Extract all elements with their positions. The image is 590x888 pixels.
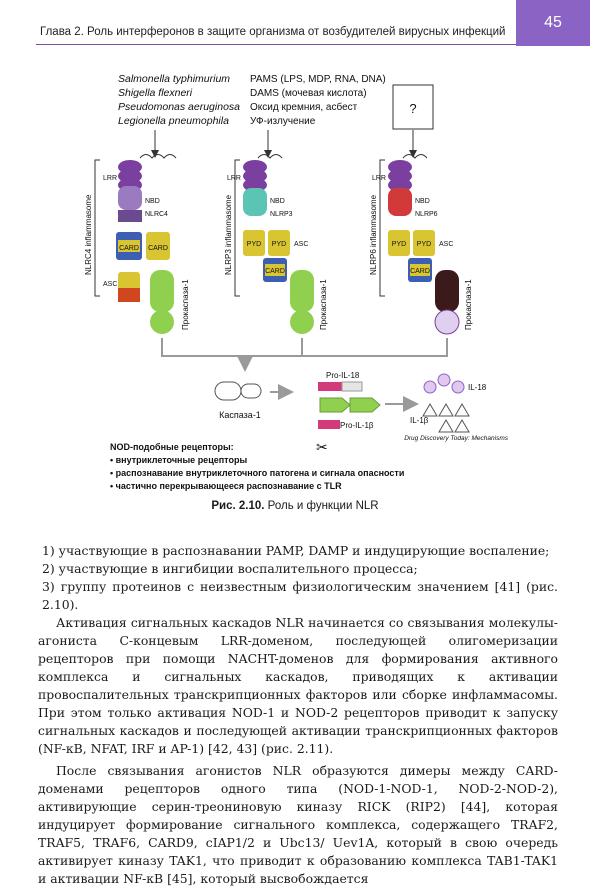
caspase-1: Каспаза-1 [214, 381, 262, 420]
ligands-nlrp3: PAMS (LPS, MDP, RNA, DNA) DAMS (мочевая … [250, 74, 386, 127]
list-item: 3) группу протеинов с неизвестным физиол… [42, 579, 558, 612]
card-label-nlrp3: CARD [265, 268, 285, 275]
nbd-domain [118, 186, 142, 210]
nbd-label-nlrp3: NBD [270, 198, 285, 205]
procaspase-label-nlrp6: Прокаспаза-1 [464, 279, 473, 330]
asc-label-nlrp6: ASC [439, 241, 453, 248]
legend-item-1: • внутриклеточные рецепторы [110, 455, 247, 465]
figure-legend: NOD-подобные рецепторы: • внутриклеточны… [110, 442, 404, 491]
paragraph: После связывания агонистов NLR образуютс… [38, 763, 558, 886]
ligand-dams: DAMS (мочевая кислота) [250, 88, 367, 99]
bracket-nlrc4 [94, 159, 100, 297]
ligand-4: Legionella pneumophila [118, 115, 229, 127]
lrr-label: LRR [103, 175, 117, 182]
nlrc4-label: NLRC4 [145, 211, 168, 218]
page-number: 45 [516, 0, 590, 46]
asc-label: ASC [103, 281, 117, 288]
ligands-nlrc4: Salmonella typhimurium Shigella flexneri… [118, 73, 240, 127]
body-text: 1) участвующие в распознавании PAMP, DAM… [38, 542, 558, 888]
pyd-label-nlrp6-2: PYD [417, 241, 431, 248]
flow-arrow-nlrc4 [161, 338, 253, 372]
nlrp6-label: NLRP6 [415, 211, 438, 218]
pro-cytokines: Pro-IL-18 Pro-IL-1β ✂ [316, 371, 381, 455]
card-label-nlrp6: CARD [410, 268, 430, 275]
label-nlrc4-inflammasome: NLRC4 inflammasome [84, 194, 93, 275]
label-nlrp6-inflammasome: NLRP6 inflammasome [369, 194, 378, 275]
scissors-icon: ✂ [316, 439, 328, 455]
il18-label: IL-18 [468, 383, 487, 392]
list-item: 1) участвующие в распознавании PAMP, DAM… [42, 543, 550, 558]
running-header: Глава 2. Роль интерферонов в защите орга… [40, 26, 506, 38]
flow-arrow-nlrp6 [302, 338, 448, 357]
il1b-label: IL-1β [410, 416, 429, 425]
lrr-label-nlrp3: LRR [227, 175, 241, 182]
figure-2-10: Salmonella typhimurium Shigella flexneri… [0, 60, 590, 520]
pyd-label: PYD [247, 241, 261, 248]
caption-number: Рис. 2.10. [211, 500, 265, 512]
lrr-label-nlrp6: LRR [372, 175, 386, 182]
ligand-1: Salmonella typhimurium [118, 73, 230, 85]
legend-item-3: • частично перекрывающееся распознавание… [110, 481, 342, 491]
header-rule [36, 44, 516, 45]
legend-item-2: • распознавание внутриклеточного патоген… [110, 468, 404, 478]
nlrc4-complex: LRR NBD NLRC4 CARD CARD ASC Прокаспаза-1 [103, 154, 190, 334]
asc-label-nlrp3: ASC [294, 241, 308, 248]
nlr-diagram: Salmonella typhimurium Shigella flexneri… [84, 73, 509, 491]
page-header: Глава 2. Роль интерферонов в защите орга… [0, 0, 590, 50]
pro-il1b-label: Pro-IL-1β [340, 421, 374, 430]
nlrp3-complex: LRR NBD NLRP3 PYD PYD ASC CARD Прокаспаз… [227, 154, 328, 334]
mature-cytokines: IL-18 IL-1β [410, 373, 487, 433]
ligand-3: Pseudomonas aeruginosa [118, 101, 240, 113]
figure-caption: Рис. 2.10. Роль и функции NLR [0, 500, 590, 512]
pyd-label-2: PYD [272, 241, 286, 248]
legend-title: NOD-подобные рецепторы: [110, 442, 234, 452]
procaspase-label-nlrp3: Прокаспаза-1 [319, 279, 328, 330]
flow-arrow-nlrp3 [245, 338, 303, 357]
ligand-2: Shigella flexneri [118, 87, 193, 99]
procaspase-label: Прокаспаза-1 [181, 279, 190, 330]
caption-text: Роль и функции NLR [264, 500, 379, 512]
nlrp3-label: NLRP3 [270, 211, 293, 218]
figure-source: Drug Discovery Today: Mechanisms [404, 435, 509, 442]
card-label: CARD [119, 245, 139, 252]
nlrp6-complex: LRR NBD NLRP6 PYD PYD ASC CARD Прокаспаз… [372, 154, 473, 335]
caspase-label: Каспаза-1 [219, 410, 261, 420]
card-label-2: CARD [148, 245, 168, 252]
unknown-ligand-box [392, 84, 434, 130]
bracket-nlrp6 [379, 159, 385, 297]
pyd-label-nlrp6: PYD [392, 241, 406, 248]
nbd-label-nlrp6: NBD [415, 198, 430, 205]
procaspase-domain [150, 270, 174, 312]
ligand-uv: УФ-излучение [250, 116, 316, 127]
pro-il18-label: Pro-IL-18 [326, 371, 360, 380]
list-item: 2) участвующие в ингибиции воспалительно… [42, 561, 418, 576]
unknown-ligand-mark: ? [409, 101, 416, 116]
nbd-label: NBD [145, 198, 160, 205]
bracket-nlrp3 [234, 159, 240, 297]
label-nlrp3-inflammasome: NLRP3 inflammasome [224, 194, 233, 275]
ligand-silica: Оксид кремния, асбест [250, 101, 358, 113]
paragraph: Активация сигнальных каскадов NLR начина… [38, 615, 558, 756]
ligand-pams: PAMS (LPS, MDP, RNA, DNA) [250, 74, 386, 85]
